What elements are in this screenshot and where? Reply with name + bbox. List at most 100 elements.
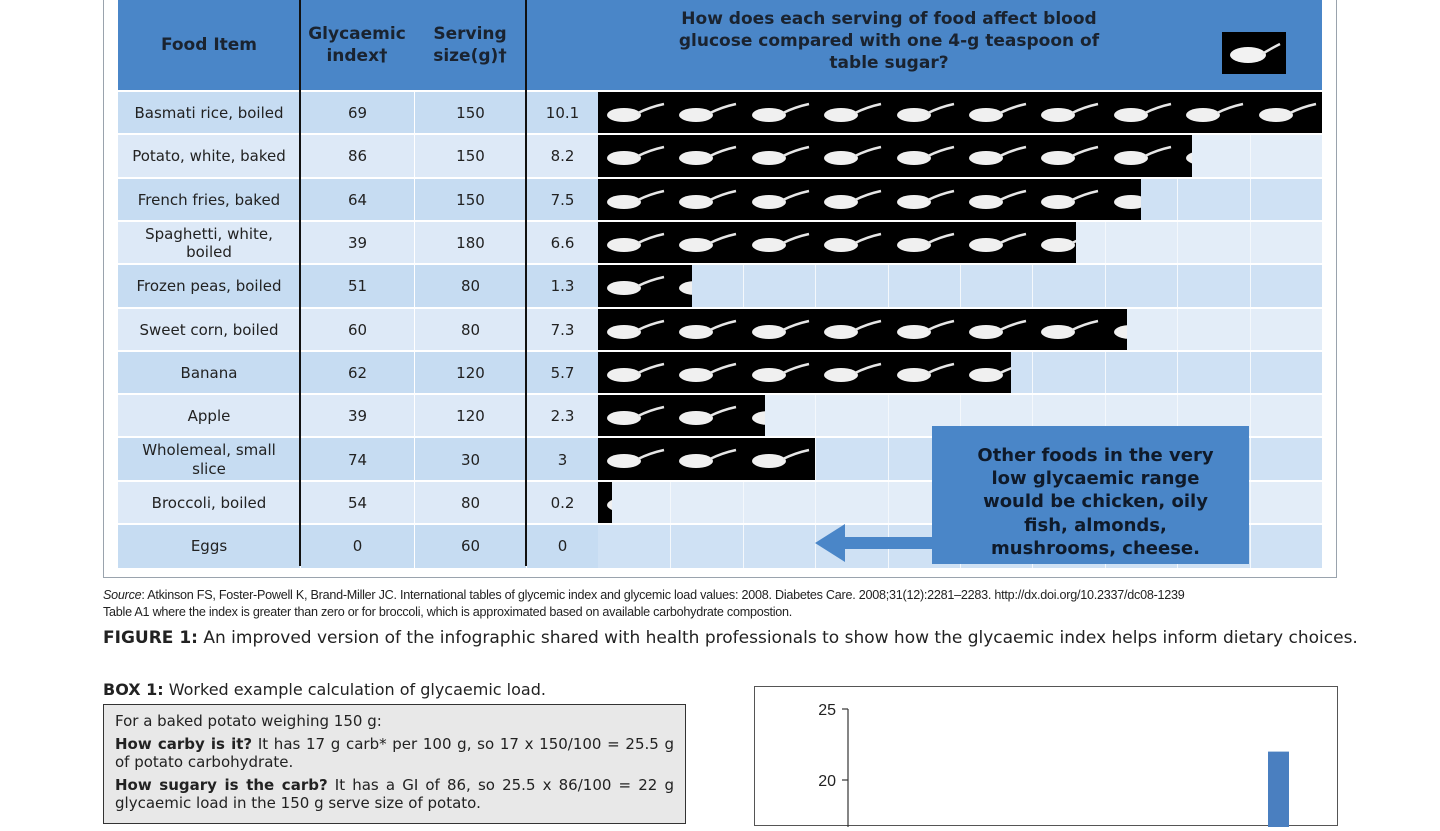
serving-size-cell: 80 — [414, 481, 526, 525]
teaspoon-icon — [969, 189, 1027, 209]
figure-caption: FIGURE 1: An improved version of the inf… — [103, 628, 1358, 648]
serving-size-cell: 60 — [414, 525, 526, 568]
header-glycaemic-index: Glycaemic index† — [300, 0, 414, 90]
box-1-intro: For a baked potato weighing 150 g: — [115, 712, 382, 730]
teaspoon-icon — [824, 362, 882, 382]
teaspoon-icon — [679, 362, 737, 382]
teaspoon-bar — [598, 351, 1011, 395]
teaspoon-gridline — [1104, 221, 1106, 265]
teaspoon-gridline — [887, 395, 889, 439]
teaspoon-icon — [969, 366, 1011, 382]
glycaemic-index-cell: 64 — [300, 178, 414, 222]
glycaemic-index-cell: 54 — [300, 481, 414, 525]
teaspoon-gridline — [1177, 221, 1179, 265]
teaspoon-icon — [1041, 237, 1076, 252]
teaspoon-icon — [751, 146, 810, 166]
teaspoon-icon — [607, 102, 665, 122]
teaspoon-icon — [751, 411, 765, 425]
teaspoon-icon — [1186, 102, 1244, 122]
teaspoon-icon — [751, 102, 810, 122]
teaspoon-icon — [1186, 153, 1192, 164]
header-serving-size: Serving size(g)† — [414, 0, 526, 90]
glycaemic-index-cell: 69 — [300, 92, 414, 135]
teaspoon-gridline — [815, 438, 817, 482]
source-label: Source — [103, 588, 142, 602]
serving-size-cell: 150 — [414, 92, 526, 135]
teaspoon-gridline — [1249, 438, 1251, 482]
teaspoon-icon — [896, 232, 954, 252]
teaspoon-gridline — [670, 525, 672, 568]
glycaemic-load-cell: 10.1 — [526, 92, 598, 135]
teaspoon-bar — [598, 438, 816, 482]
teaspoon-icon — [824, 146, 882, 166]
teaspoon-gridline — [1177, 351, 1179, 395]
source-line-1: : Atkinson FS, Foster-Powell K, Brand-Mi… — [141, 588, 1185, 602]
teaspoon-gridline — [1177, 265, 1179, 309]
teaspoon-icon — [679, 102, 737, 122]
teaspoon-icon — [679, 146, 737, 166]
teaspoon-icon — [679, 189, 737, 209]
teaspoon-icon — [1041, 319, 1099, 339]
teaspoon-bar — [598, 265, 693, 309]
teaspoon-icon — [1258, 102, 1316, 122]
teaspoon-icon — [607, 232, 665, 252]
teaspoon-icon — [1113, 194, 1141, 209]
teaspoon-gridline — [887, 438, 889, 482]
teaspoon-icon — [679, 281, 693, 295]
arrow-left-icon — [815, 524, 935, 562]
teaspoon-icon — [896, 362, 954, 382]
box-1-title: BOX 1: Worked example calculation of gly… — [103, 680, 546, 699]
y-tick-label: 20 — [818, 773, 836, 790]
teaspoon-icon — [679, 405, 737, 426]
teaspoon-gridline — [1177, 308, 1179, 352]
teaspoon-icon — [824, 102, 882, 122]
glycaemic-index-cell: 86 — [300, 135, 414, 179]
teaspoon-icon — [607, 499, 613, 510]
divider-line — [525, 0, 527, 566]
food-item-cell: Frozen peas, boiled — [118, 265, 300, 309]
teaspoon-of-sugar-icon — [1222, 32, 1286, 74]
teaspoon-icon — [969, 319, 1027, 339]
teaspoon-icon — [1041, 102, 1099, 122]
glycaemic-index-cell: 51 — [300, 265, 414, 309]
glycaemic-index-cell: 39 — [300, 221, 414, 265]
teaspoon-gridline — [815, 525, 817, 568]
teaspoon-gridline — [815, 481, 817, 525]
header-food-item: Food Item — [118, 0, 300, 90]
teaspoon-icon — [607, 189, 665, 209]
teaspoon-bar — [598, 395, 765, 439]
teaspoon-bar — [598, 178, 1141, 222]
glycaemic-index-cell: 0 — [300, 525, 414, 568]
glycaemic-load-cell: 0.2 — [526, 481, 598, 525]
chart-bar — [1268, 751, 1289, 827]
source-citation: Source: Atkinson FS, Foster-Powell K, Br… — [103, 587, 1343, 621]
box-1-carby: How carby is it? It has 17 g carb* per 1… — [115, 735, 674, 771]
teaspoon-icon — [751, 189, 810, 209]
teaspoon-icon — [824, 189, 882, 209]
box-1-question-sugary: How sugary is the carb? — [115, 776, 328, 794]
glycaemic-index-cell: 74 — [300, 438, 414, 482]
box-1-question-carby: How carby is it? — [115, 735, 253, 753]
glycaemic-index-cell: 39 — [300, 395, 414, 439]
header-question: How does each serving of food affect blo… — [526, 0, 1322, 90]
teaspoon-gridline — [670, 481, 672, 525]
food-item-cell: French fries, baked — [118, 178, 300, 222]
teaspoon-gridline — [1177, 178, 1179, 222]
divider-line — [299, 0, 301, 566]
teaspoon-icon — [969, 146, 1027, 166]
food-item-cell: Spaghetti, white, boiled — [118, 221, 300, 265]
figure-label: FIGURE 1: — [103, 628, 198, 648]
teaspoon-icon — [607, 449, 665, 469]
teaspoon-gridline — [815, 265, 817, 309]
food-item-cell: Eggs — [118, 525, 300, 568]
teaspoon-gridline — [960, 265, 961, 309]
teaspoon-icon — [896, 319, 954, 339]
serving-size-cell: 120 — [414, 351, 526, 395]
food-item-cell: Broccoli, boiled — [118, 481, 300, 525]
teaspoon-icon — [1113, 324, 1127, 339]
teaspoon-gridline — [815, 395, 817, 439]
